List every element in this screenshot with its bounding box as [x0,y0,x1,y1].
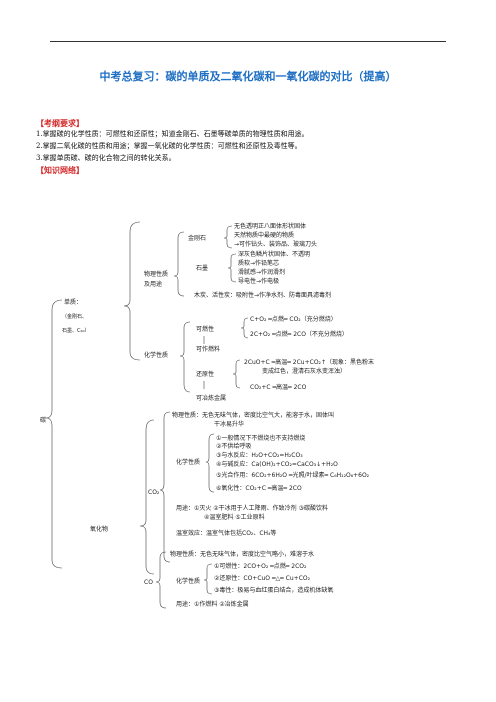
co2-chem-label: 化学性质 [176,458,200,466]
co2-chem-6: ⑥氧化性：CO₂+C ═高温═ 2CO [216,484,302,492]
eq-c-incomplete: 2C+O₂ ═点燃═ 2CO（不充分燃烧） [250,330,348,338]
graphite-line-2: 质软→作铅笔芯 [238,259,279,267]
co-chem-3: ③毒性：极易与血红蛋白结合，造成机体缺氧 [214,586,333,594]
reducing-label: 还原性 [196,370,214,378]
co2-uses-1: 用途：①灭火 ②干冰用于人工降雨、作致冷剂 ③碳酸饮料 [176,504,328,512]
requirement-item-2: 2.掌握二氧化碳的性质和用途；掌握一氧化碳的化学性质：可燃性和还原性及毒性等。 [36,142,302,150]
network-heading: 【知识网络】 [36,166,84,175]
root-brace [45,299,63,569]
co-chem-1: ①可燃性：2CO+O₂ ═点燃═ 2CO₂ [214,562,307,570]
co-uses: 用途：①作燃料 ②冶炼金属 [176,600,249,608]
header-rule [50,41,446,42]
diamond-brace [223,225,233,249]
flammable-use: 可作燃料 [196,345,220,353]
diamond-label: 金刚石 [188,234,206,242]
co-physical: 物理性质：无色无味气体，密度比空气略小，难溶于水 [170,550,314,558]
reducing-brace [232,359,241,389]
physical-brace [173,231,185,297]
co2-chem-brace [205,433,215,493]
co2-brace [159,411,171,563]
co-brace [155,551,167,609]
graphite-line-3: 滑腻感→作润滑剂 [238,268,285,276]
eq-co2-c: CO₂+C ═高温═ 2CO [250,383,307,391]
co-chem-label: 化学性质 [176,577,200,585]
co-chem-2: ②还原性：CO+CuO ═△═ Cu+CO₂ [214,574,311,582]
graphite-line-1: 深灰色鳞片状固体、不透明 [238,250,310,258]
simple-label: 单质： [64,298,82,306]
co-chem-brace [203,563,213,595]
diamond-line-1: 无色透明正八面体形状固体 [234,222,306,230]
oxide-brace [139,419,155,575]
co2-chem-5: ⑤光合作用：6CO₂+6H₂O ═光照/叶绿素═ C₆H₁₂O₆+6O₂ [216,471,370,479]
reducing-use: 可冶炼金属 [196,394,226,402]
graphite-label: 石墨 [196,265,208,272]
diamond-line-3: →可作钻头、装饰品、玻璃刀头 [234,240,317,248]
co2-label: CO₂ [148,489,160,496]
flammable-label: 可燃性 [196,325,214,333]
chemical-label: 化学性质 [144,351,168,359]
physical-label-2: 及用途 [144,280,162,288]
requirements-heading: 【考纲要求】 [36,119,84,128]
root-label: 碳 [40,416,46,424]
simple-sub2: 石墨、C₆₀） [62,328,90,334]
co2-chem-2: ②不供给呼吸 [216,442,251,450]
oxide-label: 氧化物 [90,525,108,533]
requirement-item-3: 3.掌握单质碳、碳的化合物之间的转化关系。 [36,154,176,162]
requirement-item-1: 1.掌握碳的化学性质：可燃性和还原性；知道金刚石、石墨等碳单质的物理性质和用途。 [36,130,309,138]
co2-physical-2: 干冰易升华 [214,420,244,428]
co2-chem-4: ④与碱反应：Ca(OH)₂+CO₂=CaCO₃↓+H₂O [216,460,338,468]
flammable-brace [240,317,249,339]
eq-cuo-c-phenomenon: 变成红色，澄清石灰水变浑浊） [262,367,346,375]
graphite-line-4: 导电性→作电极 [238,277,279,285]
diamond-line-2: 天然物质中最硬的物质 [234,231,294,239]
graphite-brace [227,253,237,283]
simple-sub1: （金刚石、 [62,313,87,320]
co2-physical: 物理性质：无色无味气体，密度比空气大，能溶于水，固体叫 [172,411,334,419]
page-title: 中考总复习：碳的单质及二氧化碳和一氧化碳的对比（提高） [99,70,397,83]
co-label: CO [144,579,153,586]
co2-greenhouse: 温室效应：温室气体包括CO₂、CH₄等 [176,529,276,537]
co2-chem-3: ③与水反应：H₂O+CO₂=H₂CO₃ [216,451,303,459]
eq-c-complete: C+O₂ ═点燃═ CO₂（充分燃烧） [250,315,337,323]
chemical-brace [179,321,191,393]
charcoal-line: 木炭、活性炭：吸附性→作净水剂、防毒面具滤毒剂 [194,291,331,299]
eq-cuo-c: 2CuO+C ═高温═ 2Cu+CO₂↑（现象：黑色粉末 [244,358,374,366]
co2-uses-2: ④温室肥料 ⑤工业原料 [204,513,265,521]
simple-brace [123,221,141,361]
physical-label-1: 物理性质 [144,270,168,278]
co2-chem-1: ①一般情况下不燃烧也不支持燃烧 [216,434,305,442]
